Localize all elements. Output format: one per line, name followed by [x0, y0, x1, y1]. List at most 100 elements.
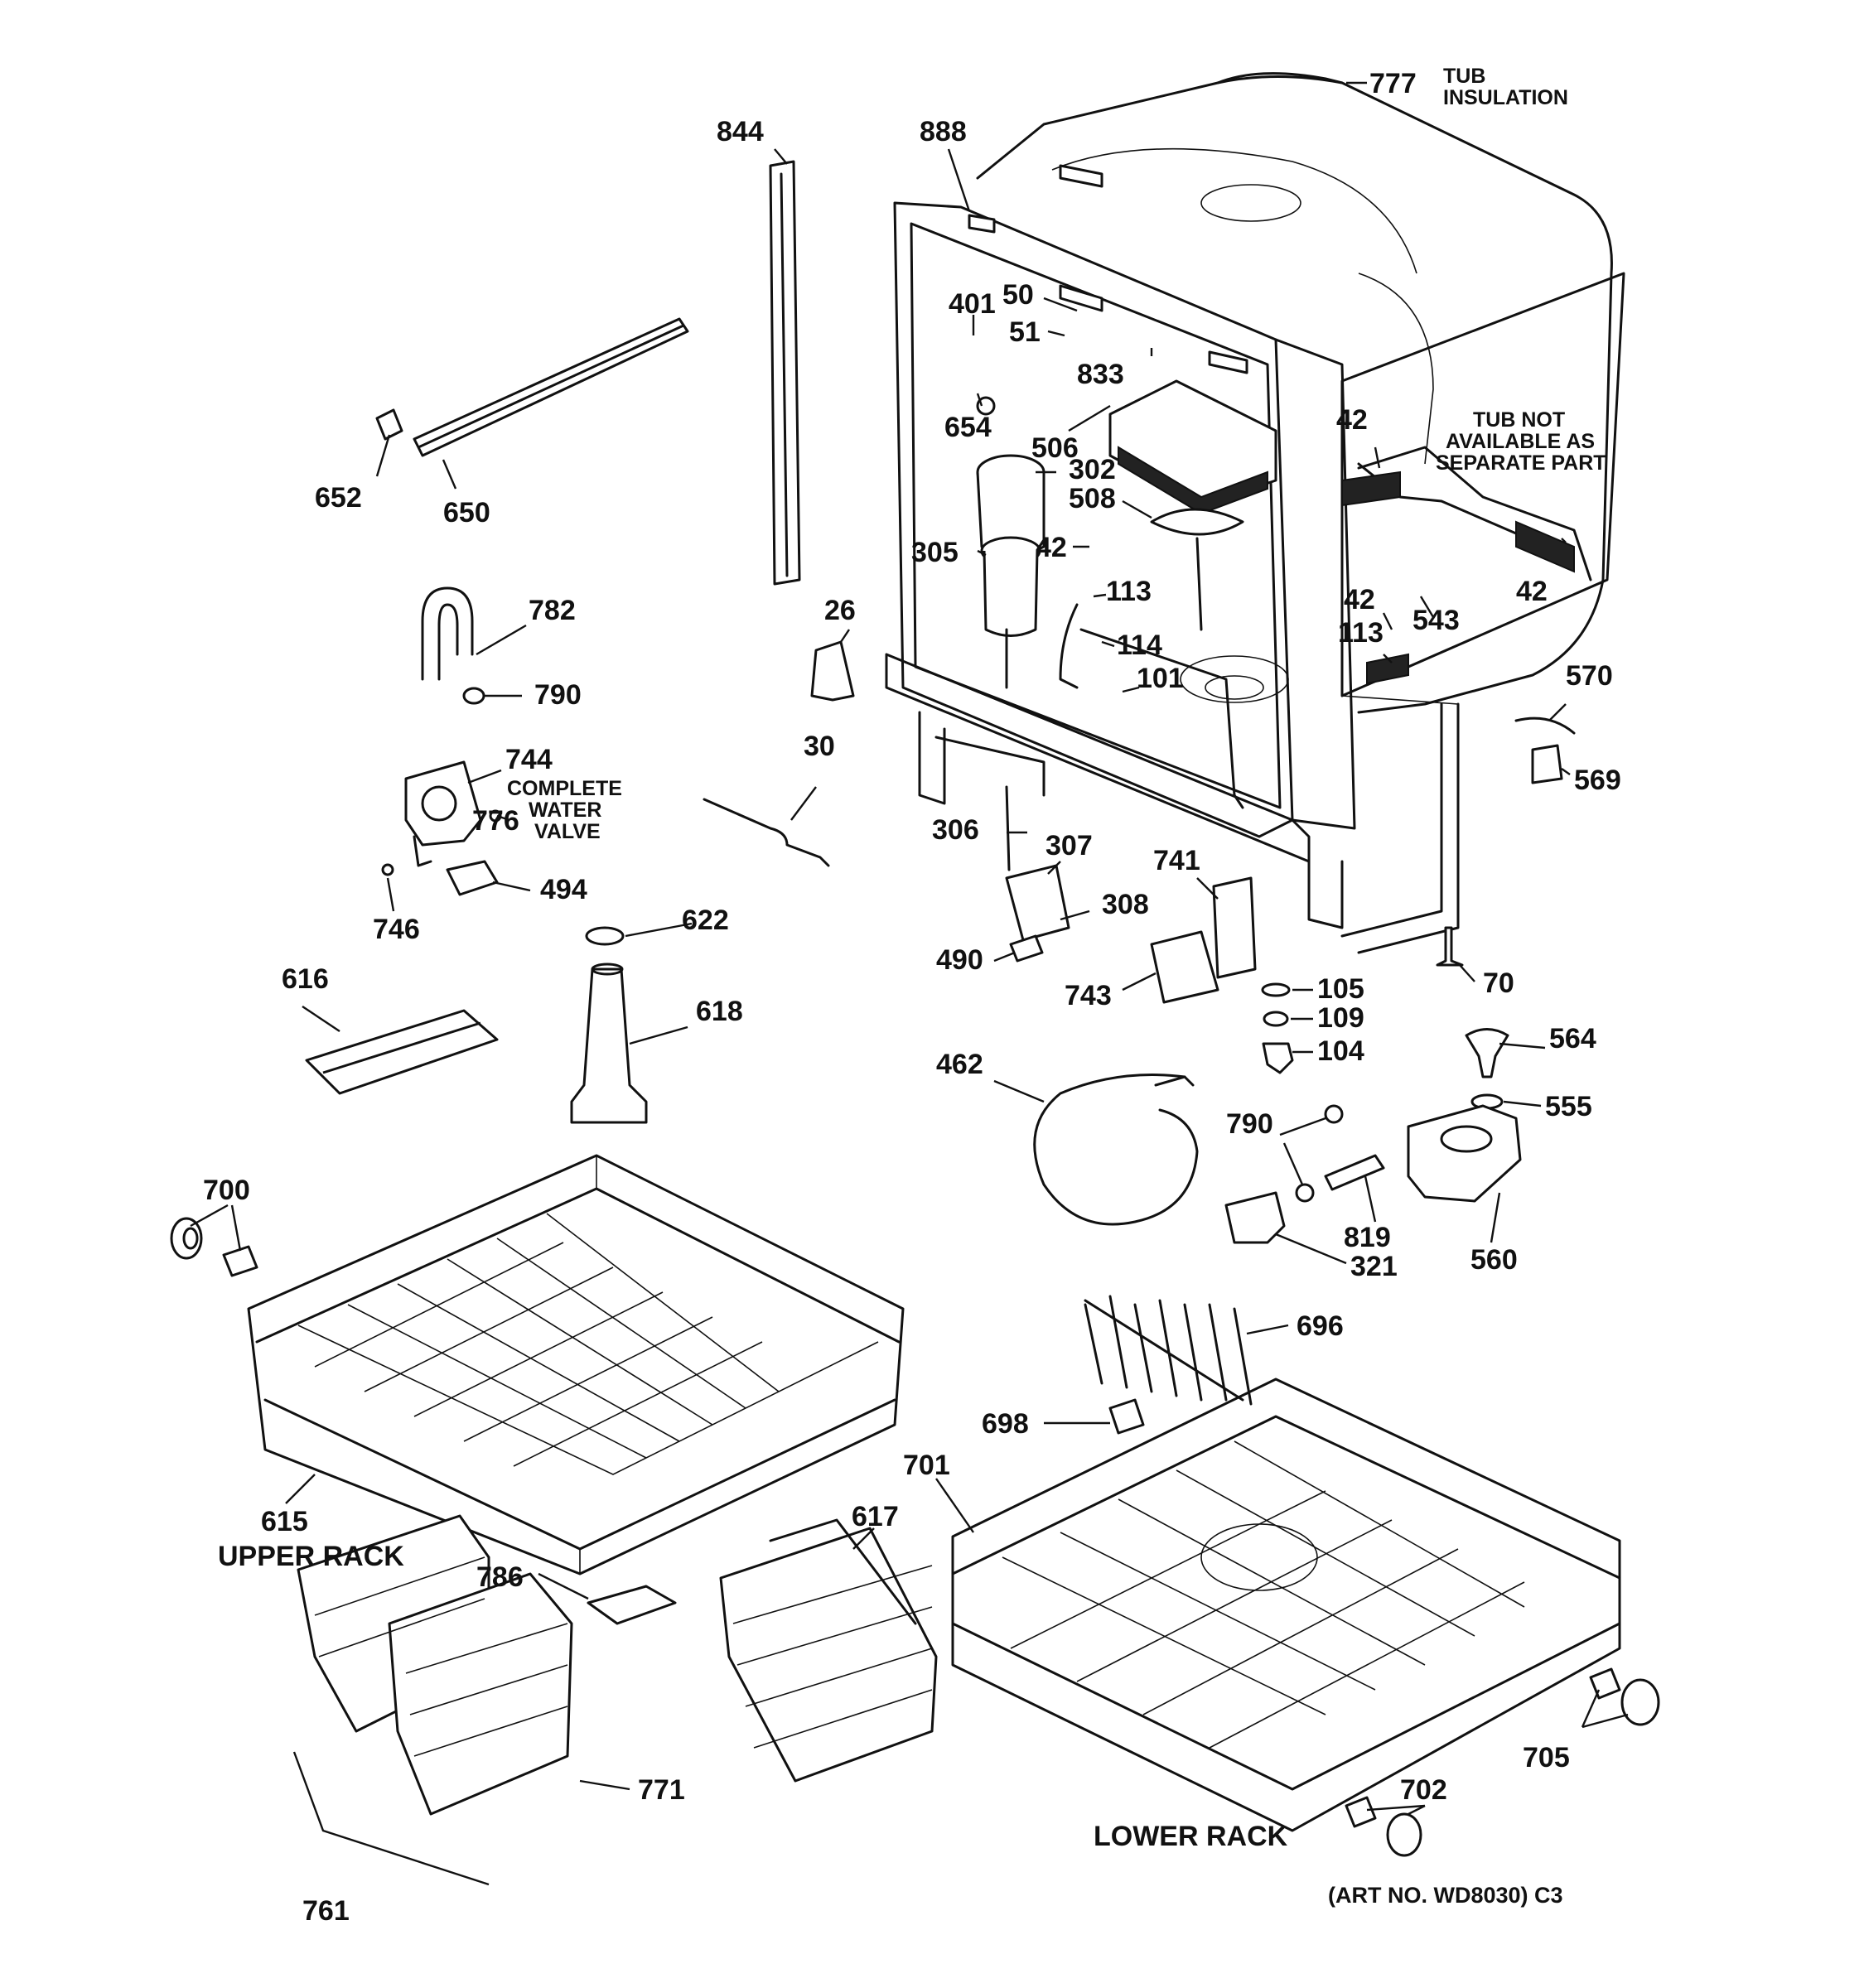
- part-615-upper-rack: [247, 1154, 905, 1575]
- part-790-clamp-lower-1: [1324, 1104, 1344, 1124]
- callout-114: 114: [1117, 630, 1162, 661]
- callout-771: 771: [638, 1774, 685, 1806]
- art-number: (ART NO. WD8030) C3: [1328, 1883, 1563, 1908]
- callout-401: 401: [949, 288, 996, 320]
- callout-782: 782: [529, 595, 576, 626]
- callout-543: 543: [1412, 605, 1460, 636]
- part-490-clip: [1009, 934, 1044, 963]
- callout-833: 833: [1077, 359, 1124, 390]
- part-618-cone: [570, 967, 648, 1124]
- callout-113-b: 113: [1338, 617, 1384, 649]
- title-lower-rack: LOWER RACK: [1094, 1821, 1288, 1852]
- callout-51: 51: [1009, 316, 1041, 348]
- callout-105: 105: [1317, 973, 1364, 1005]
- part-771-basket: [297, 1514, 573, 1816]
- callout-698: 698: [982, 1408, 1029, 1440]
- part-616-tine-row: [305, 1009, 499, 1095]
- callout-701: 701: [903, 1450, 950, 1481]
- callout-104: 104: [1317, 1035, 1364, 1067]
- part-790-clamp: [462, 687, 485, 705]
- callout-844: 844: [717, 116, 764, 147]
- callout-506: 506: [1031, 432, 1079, 464]
- callout-70: 70: [1483, 967, 1514, 999]
- part-104-nut: [1262, 1042, 1294, 1074]
- note-tub-insulation-2: INSULATION: [1443, 86, 1568, 109]
- part-617-silverware-basket: [719, 1518, 938, 1783]
- callout-746: 746: [373, 914, 420, 945]
- part-462-drain-hose: [1033, 1074, 1199, 1226]
- part-30-spring: [703, 798, 830, 867]
- part-569-bracket: [1531, 744, 1563, 784]
- callout-490: 490: [936, 944, 983, 976]
- part-743-box: [1150, 930, 1219, 1004]
- note-tub-not-3: SEPARATE PART: [1436, 451, 1606, 475]
- callout-109: 109: [1317, 1002, 1364, 1034]
- callout-113-a: 113: [1106, 576, 1152, 607]
- part-26-bracket: [810, 640, 855, 702]
- callout-462: 462: [936, 1049, 983, 1080]
- part-705-rollers: [1589, 1667, 1660, 1726]
- part-494-bracket: [446, 860, 499, 896]
- part-701-lower-rack: [951, 1378, 1621, 1832]
- callout-776: 776: [472, 805, 519, 837]
- callout-744: 744: [505, 744, 553, 775]
- callout-650: 650: [443, 497, 490, 528]
- callout-700: 700: [203, 1175, 250, 1206]
- part-622-washer: [585, 926, 625, 946]
- callout-42-a: 42: [1036, 532, 1067, 563]
- part-698-clip: [1108, 1398, 1145, 1435]
- callout-307: 307: [1045, 830, 1093, 861]
- callout-494: 494: [540, 874, 587, 905]
- callout-761: 761: [302, 1895, 350, 1927]
- part-782-hose: [421, 586, 474, 681]
- note-water-valve-3: VALVE: [534, 820, 601, 843]
- part-109-washer: [1263, 1011, 1289, 1027]
- part-700-rollers: [170, 1217, 258, 1277]
- part-844-door-gasket: [769, 160, 801, 586]
- callout-42-d: 42: [1344, 584, 1375, 615]
- callout-702: 702: [1400, 1774, 1447, 1806]
- callout-819: 819: [1344, 1222, 1391, 1253]
- callout-616: 616: [282, 963, 329, 995]
- callout-305: 305: [911, 537, 959, 568]
- callout-696: 696: [1297, 1310, 1344, 1342]
- callout-560: 560: [1470, 1244, 1518, 1276]
- part-696-tine-row: [1084, 1295, 1253, 1406]
- callout-790-b: 790: [1226, 1108, 1273, 1140]
- part-560-pump: [1407, 1104, 1522, 1203]
- callout-42-b: 42: [1336, 404, 1368, 436]
- part-819-hose: [1324, 1154, 1385, 1191]
- callout-786: 786: [476, 1561, 524, 1593]
- note-tub-not-1: TUB NOT: [1473, 408, 1565, 432]
- part-306-screw: [1005, 785, 1011, 871]
- callout-569: 569: [1574, 765, 1621, 796]
- callout-652: 652: [315, 482, 362, 514]
- callout-570: 570: [1566, 660, 1613, 692]
- callout-777: 777: [1369, 68, 1417, 99]
- callout-50: 50: [1002, 279, 1034, 311]
- callout-508: 508: [1069, 483, 1116, 514]
- callout-302: 302: [1069, 454, 1116, 485]
- callout-743: 743: [1065, 980, 1112, 1011]
- callout-labels: 777 TUB INSULATION 844 888 401 50 51 833…: [203, 65, 1621, 1927]
- part-786-cover: [587, 1585, 677, 1625]
- callout-321: 321: [1350, 1251, 1398, 1282]
- callout-705: 705: [1523, 1742, 1570, 1773]
- title-upper-rack: UPPER RACK: [218, 1541, 404, 1572]
- callout-555: 555: [1545, 1091, 1592, 1122]
- note-tub-not-2: AVAILABLE AS: [1446, 430, 1595, 453]
- callout-741: 741: [1153, 845, 1200, 876]
- part-564-valve: [1465, 1028, 1509, 1078]
- part-70-leg: [1436, 926, 1464, 967]
- note-tub-insulation-1: TUB: [1443, 65, 1485, 88]
- tub-assembly: [885, 72, 1625, 954]
- part-307-switch: [1005, 864, 1070, 942]
- part-702-rollers: [1345, 1796, 1422, 1857]
- leader-lines: [190, 81, 1629, 1886]
- part-321-valve: [1224, 1191, 1286, 1244]
- callout-618: 618: [696, 996, 743, 1027]
- callout-888: 888: [920, 116, 967, 147]
- part-570-wire: [1514, 717, 1576, 735]
- callout-617: 617: [852, 1501, 899, 1532]
- callout-306: 306: [932, 814, 979, 846]
